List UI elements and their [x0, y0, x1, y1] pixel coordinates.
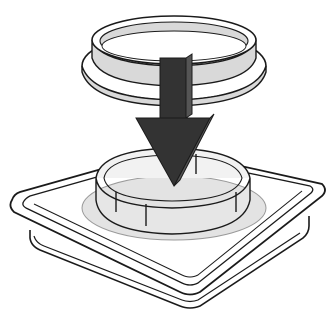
arrow-shaft-back — [160, 58, 186, 118]
arrow-shaft-side — [186, 54, 192, 118]
flange-ring-opening — [102, 31, 246, 61]
